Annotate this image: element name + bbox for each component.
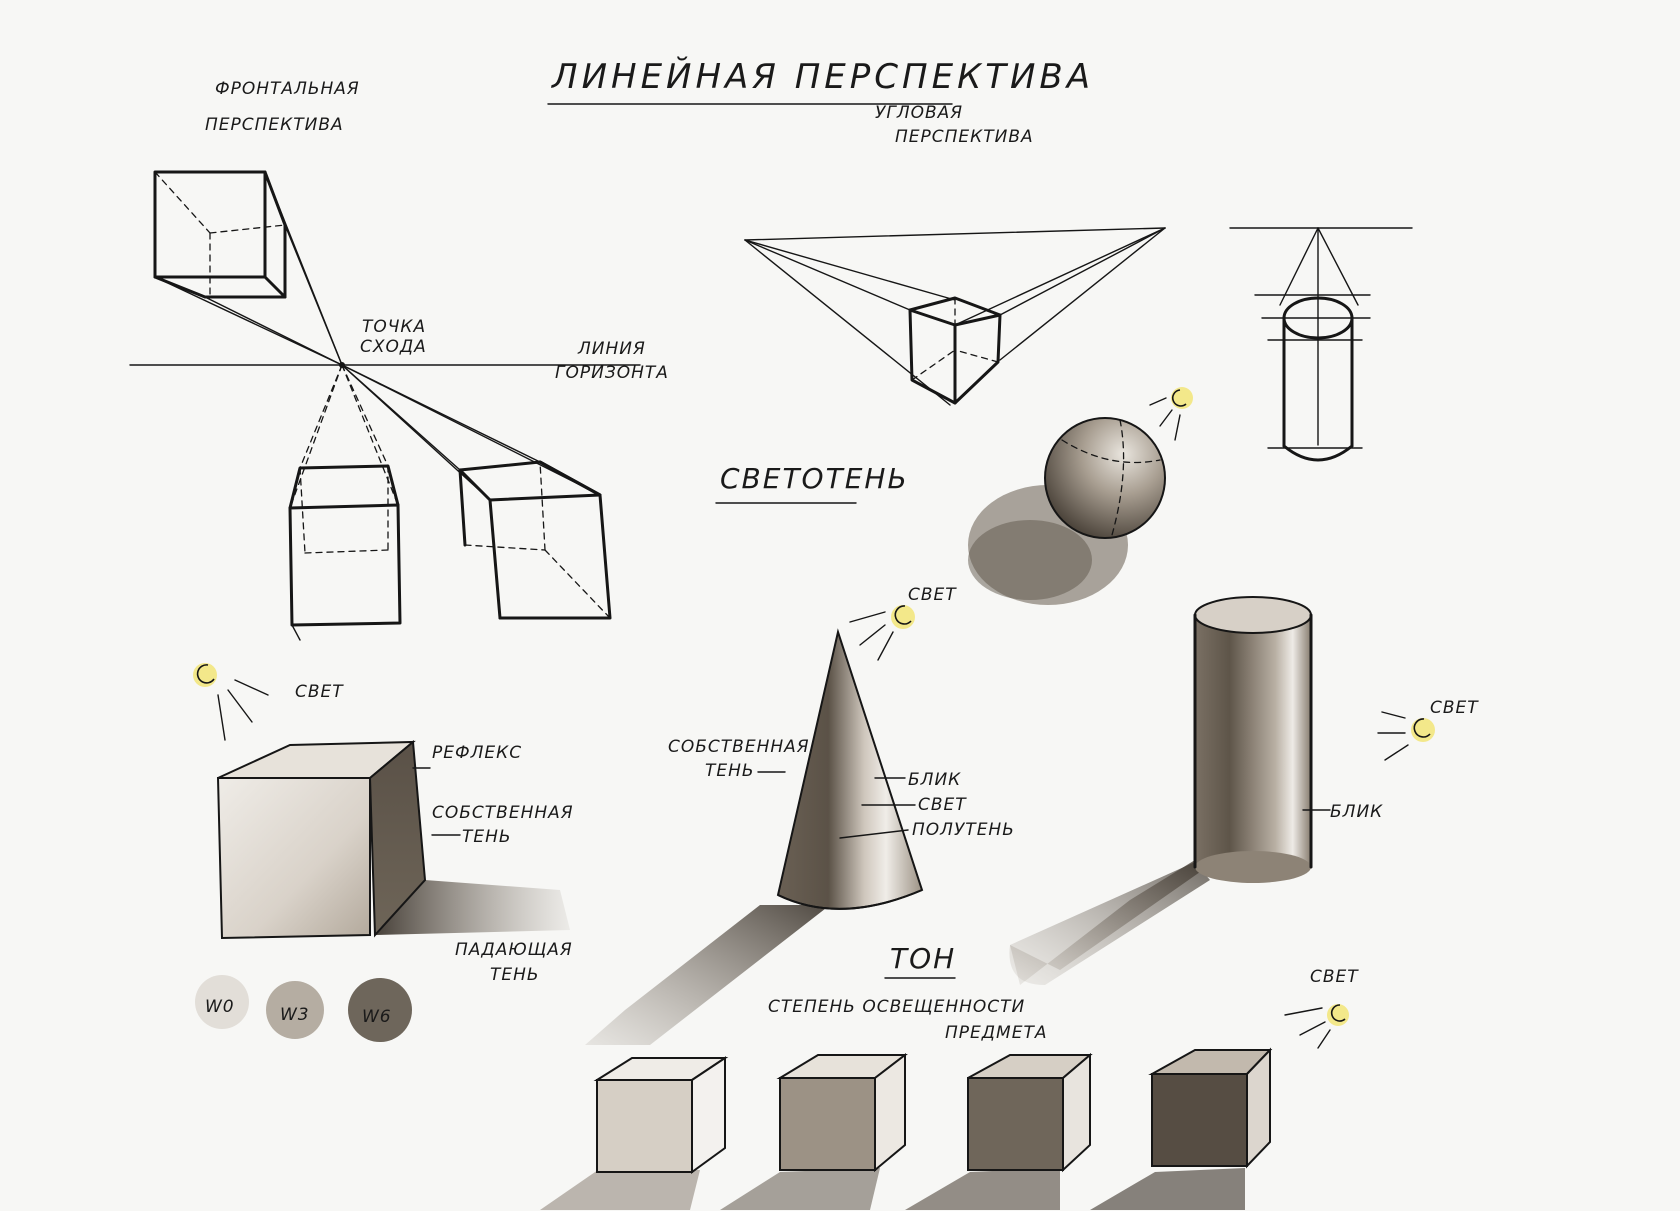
frontal-cube-bottom-right bbox=[341, 364, 612, 620]
frontal-cube-top bbox=[153, 170, 343, 366]
horizon-label-2: ГОРИЗОНТА bbox=[555, 363, 669, 383]
cube-cast-shadow-label-1: ПАДАЮЩАЯ bbox=[455, 940, 573, 960]
cube-cast-shadow-label-2: ТЕНЬ bbox=[490, 965, 540, 985]
chiaroscuro-heading: СВЕТОТЕНЬ bbox=[720, 462, 909, 495]
frontal-label-1: ФРОНТАЛЬНАЯ bbox=[215, 79, 360, 99]
tone-section-group: ТОН СТЕПЕНЬ ОСВЕЩЕННОСТИ ПРЕДМЕТА СВЕТ bbox=[540, 942, 1359, 1210]
cube-sun-icon bbox=[193, 663, 269, 741]
cone-group: СВЕТ СОБСТВЕННАЯ ТЕНЬ БЛИК СВЕТ ПОЛУТЕНЬ bbox=[585, 585, 1015, 1045]
cylinder-light-label: СВЕТ bbox=[1430, 698, 1479, 718]
cylinder-highlight-label: БЛИК bbox=[1330, 802, 1383, 822]
swatch-w3-label: W3 bbox=[280, 1005, 310, 1025]
sphere-sun-icon bbox=[1149, 387, 1193, 441]
tone-cube-2 bbox=[720, 1052, 908, 1210]
cube-reflex-label: РЕФЛЕКС bbox=[432, 743, 522, 763]
tone-light-label: СВЕТ bbox=[1310, 967, 1359, 987]
swatch-w0-label: W0 bbox=[205, 997, 235, 1017]
cube-light-label: СВЕТ bbox=[295, 682, 344, 702]
cone-own-shadow-label-1: СОБСТВЕННАЯ bbox=[668, 737, 810, 757]
swatch-w6-label: W6 bbox=[362, 1007, 392, 1027]
tone-cube-1 bbox=[540, 1056, 729, 1210]
frontal-perspective-group: ФРОНТАЛЬНАЯ ПЕРСПЕКТИВА ТОЧКА СХОДА ЛИНИ… bbox=[129, 79, 669, 641]
tone-cube-4 bbox=[1090, 1047, 1273, 1210]
tone-sun-icon bbox=[1284, 1004, 1349, 1049]
horizon-label-1: ЛИНИЯ bbox=[577, 339, 646, 359]
vanishing-label-1: ТОЧКА bbox=[362, 317, 426, 337]
tone-desc-2: ПРЕДМЕТА bbox=[945, 1023, 1047, 1043]
cone-halftone-label: ПОЛУТЕНЬ bbox=[912, 820, 1015, 840]
angular-label-2: ПЕРСПЕКТИВА bbox=[895, 127, 1034, 147]
cone-highlight-label: БЛИК bbox=[908, 770, 961, 790]
cylinder-construction-group bbox=[1229, 227, 1413, 462]
swatch-w0 bbox=[195, 975, 249, 1029]
cube-own-shadow-label-2: ТЕНЬ bbox=[462, 827, 512, 847]
tone-cube-3 bbox=[905, 1052, 1093, 1210]
frontal-cube-bottom-left bbox=[288, 364, 402, 641]
swatch-w6 bbox=[348, 978, 412, 1042]
shaded-cube-group: СВЕТ РЕФЛЕКС СОБСТВЕННАЯ ТЕНЬ ПАДАЮЩАЯ Т… bbox=[193, 663, 574, 985]
swatch-w3 bbox=[266, 981, 324, 1039]
vanishing-label-2: СХОДА bbox=[360, 337, 427, 357]
angular-label-1: УГЛОВАЯ bbox=[875, 103, 963, 123]
sphere-group bbox=[968, 387, 1193, 605]
cube-own-shadow-label-1: СОБСТВЕННАЯ bbox=[432, 803, 574, 823]
tall-cylinder-group: СВЕТ БЛИК bbox=[1009, 596, 1479, 985]
tone-swatches: W0 W3 W6 bbox=[195, 975, 412, 1042]
frontal-label-2: ПЕРСПЕКТИВА bbox=[205, 115, 344, 135]
cone-own-shadow-label-2: ТЕНЬ bbox=[705, 761, 755, 781]
main-title: ЛИНЕЙНАЯ ПЕРСПЕКТИВА bbox=[550, 56, 1094, 97]
angular-perspective-group: УГЛОВАЯ ПЕРСПЕКТИВА bbox=[744, 103, 1166, 406]
cylinder-sun-icon bbox=[1377, 711, 1435, 761]
tone-heading: ТОН bbox=[890, 942, 956, 975]
tone-desc-1: СТЕПЕНЬ ОСВЕЩЕННОСТИ bbox=[768, 997, 1025, 1017]
cone-light-top-label: СВЕТ bbox=[908, 585, 957, 605]
cone-light-label: СВЕТ bbox=[918, 795, 967, 815]
cone-sun-icon bbox=[849, 605, 915, 661]
